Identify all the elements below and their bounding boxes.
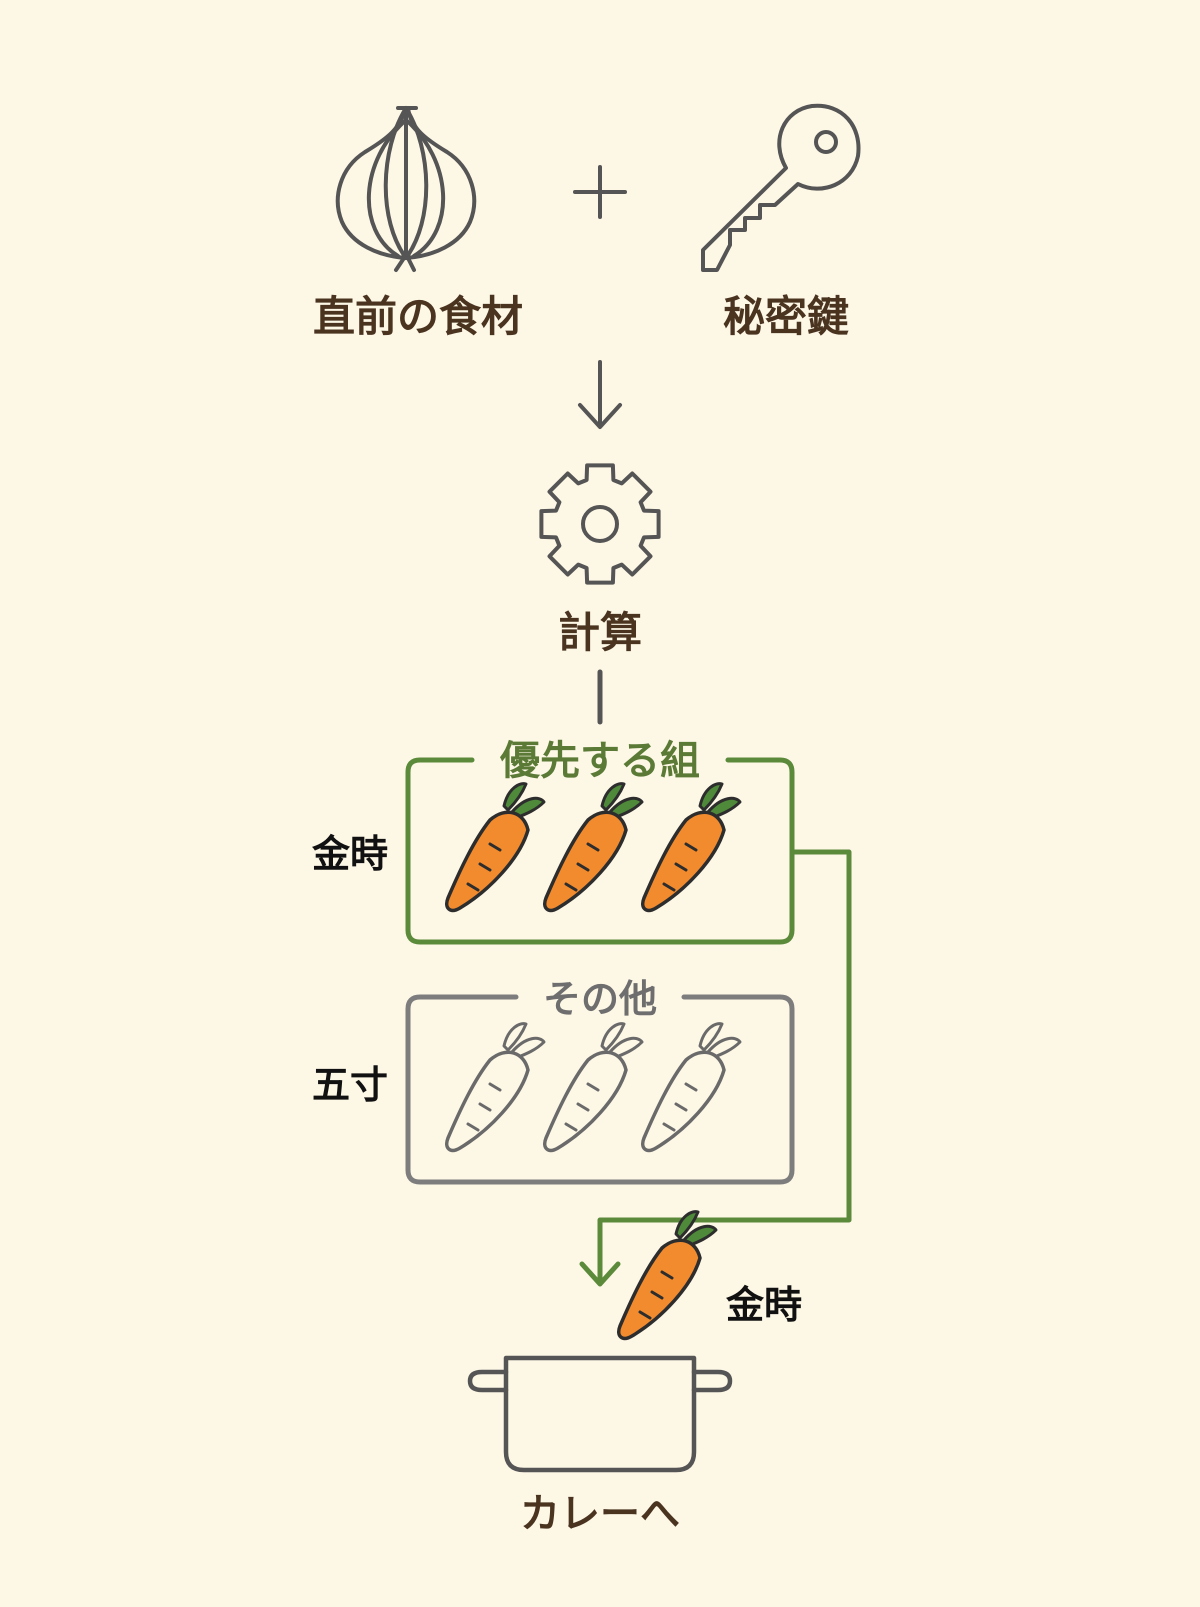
carrot-outline-icon <box>542 1021 644 1153</box>
compute-label: 計算 <box>557 608 643 657</box>
key-label: 秘密鍵 <box>722 292 850 341</box>
selected-carrot-label: 金時 <box>725 1283 803 1327</box>
other-carrots <box>444 1021 742 1153</box>
gear-icon <box>539 463 661 585</box>
carrot-icon <box>640 781 742 913</box>
plus-icon <box>573 165 627 219</box>
selection-arrow <box>579 849 852 1287</box>
other-group-side-label: 五寸 <box>311 1063 389 1107</box>
carrot-outline-icon <box>444 1021 546 1153</box>
priority-group-title: 優先する組 <box>500 738 700 784</box>
onion-icon <box>335 106 477 272</box>
pot-label: カレーへ <box>520 1491 680 1537</box>
carrot-outline-icon <box>640 1021 742 1153</box>
priority-group-side-label: 金時 <box>311 832 389 876</box>
priority-group-box <box>405 757 795 945</box>
other-group-title: その他 <box>542 977 658 1021</box>
carrot-icon <box>444 781 546 913</box>
key-icon <box>701 103 861 272</box>
food-label: 直前の食材 <box>312 292 524 341</box>
pot-icon <box>467 1355 733 1473</box>
carrot-icon <box>542 781 644 913</box>
selected-carrot-icon <box>616 1209 718 1341</box>
priority-carrots <box>444 781 742 913</box>
other-group-box <box>405 994 795 1185</box>
arrow-down-icon <box>578 360 622 429</box>
